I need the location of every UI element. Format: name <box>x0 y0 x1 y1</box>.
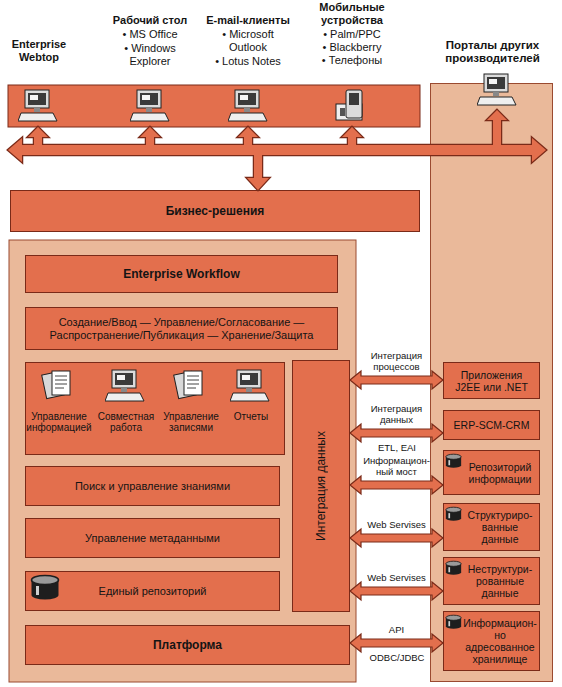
database-cylinder <box>446 615 461 629</box>
process-box: Платформа <box>25 625 350 665</box>
double-arrow-connector <box>350 476 443 494</box>
database-cylinder <box>446 561 461 575</box>
node-text: Порталы других производителей <box>435 39 550 65</box>
node-text: Совместная работа <box>93 411 159 433</box>
node-text: Интеграция данных <box>315 431 328 541</box>
computer-icon <box>230 370 269 401</box>
node-text: Enterprise Workflow <box>123 268 239 281</box>
annotation-label: • Телефоны <box>310 54 394 67</box>
computer-icon <box>130 90 169 121</box>
annotation-label: • Lotus Notes <box>200 55 296 68</box>
edge-label: API <box>361 624 433 635</box>
process-box: Создание/Ввод — Управление/Согласование … <box>25 307 338 350</box>
double-arrow-connector <box>350 634 443 652</box>
node-text: Единый репозиторий <box>99 585 207 598</box>
process-box: Приложения J2EE или .NET <box>443 362 540 399</box>
annotation-label: Мобильные устройства <box>310 1 394 27</box>
database-cylinder <box>32 576 59 600</box>
process-box: ERP-SCM-CRM <box>443 410 540 440</box>
annotation-label: ETL, EAI <box>361 442 433 453</box>
process-box: Неструктури- рованные данные <box>443 557 540 605</box>
edge-label: Web Servises <box>361 519 433 530</box>
distribution-arrows <box>8 110 546 190</box>
node-text: Управление записями <box>158 411 224 433</box>
edge-label: Web Servises <box>361 572 433 583</box>
group-panel: Приложения J2EE или .NET ERP-SCM-CRM Репоз… <box>430 83 553 682</box>
annotation-label: E-mail-клиенты <box>200 14 296 27</box>
annotation-label: • Blackberry <box>310 41 394 54</box>
node-text: Поиск и управление знаниями <box>75 480 230 493</box>
documents-icon <box>42 371 70 399</box>
edge-label: Интеграция данных <box>361 403 433 425</box>
annotation-label: • Windows Explorer <box>115 42 185 68</box>
annotation-label: • Palm/PPC <box>310 28 394 41</box>
distribution-arrows-outline <box>8 110 546 190</box>
database-cylinder <box>446 454 461 468</box>
double-arrow-connector <box>350 582 443 600</box>
client-band <box>8 85 420 127</box>
annotation-label: Рабочий стол <box>110 14 190 27</box>
node-text: Репозиторий информации <box>464 461 536 485</box>
process-box: Единый репозиторий <box>25 571 280 611</box>
computer-icon <box>18 90 57 121</box>
annotation-label: • Microsoft Outlook <box>210 28 286 54</box>
node-text: Отчеты <box>218 411 284 422</box>
node-text: Приложения J2EE или .NET <box>447 369 536 393</box>
process-box: Поиск и управление знаниями <box>25 466 280 506</box>
computer-icon <box>228 90 267 121</box>
computer-icon <box>105 370 144 401</box>
process-box: Управление метаданными <box>25 518 280 558</box>
double-arrow-connector <box>350 371 443 389</box>
node-text: Информацион- но адресованное хранилище <box>463 617 537 665</box>
database-cylinder <box>446 507 461 521</box>
computer-icon <box>477 74 516 105</box>
node-text: Бизнес-решения <box>166 205 265 218</box>
core-panel <box>9 240 356 682</box>
edge-label: Интеграция процессов <box>361 350 433 372</box>
documents-icon <box>174 371 202 399</box>
node-text: Управление информацией <box>26 411 92 433</box>
annotation-label: ODBC/JDBC <box>361 652 433 663</box>
process-box: Структуриро- ванные данные <box>443 503 540 551</box>
process-box: Репозиторий информации <box>443 450 540 495</box>
double-arrow-connector <box>350 529 443 547</box>
process-box: Бизнес-решения <box>10 190 420 232</box>
node-text: ERP-SCM-CRM <box>454 419 530 431</box>
node-text: Создание/Ввод — Управление/Согласование … <box>26 316 337 342</box>
process-box: Управление информациейСовместная работаУ… <box>25 362 285 455</box>
edge-label: Информацион- ный мост <box>361 455 433 477</box>
node-text: Управление метаданными <box>85 532 220 545</box>
node-text: Неструктури- рованные данные <box>464 563 536 599</box>
process-box: Enterprise Workflow <box>25 255 338 293</box>
process-box: Интеграция данных <box>292 360 350 612</box>
annotation-label: • MS Office <box>110 28 190 41</box>
mobile-device-icon <box>336 90 362 120</box>
annotation-label: Enterprise Webtop <box>3 38 75 64</box>
double-arrow-connector <box>350 424 443 442</box>
node-text: Платформа <box>153 639 222 652</box>
process-box: Информацион- но адресованное хранилище <box>443 611 540 671</box>
node-text: Структуриро- ванные данные <box>464 509 536 545</box>
